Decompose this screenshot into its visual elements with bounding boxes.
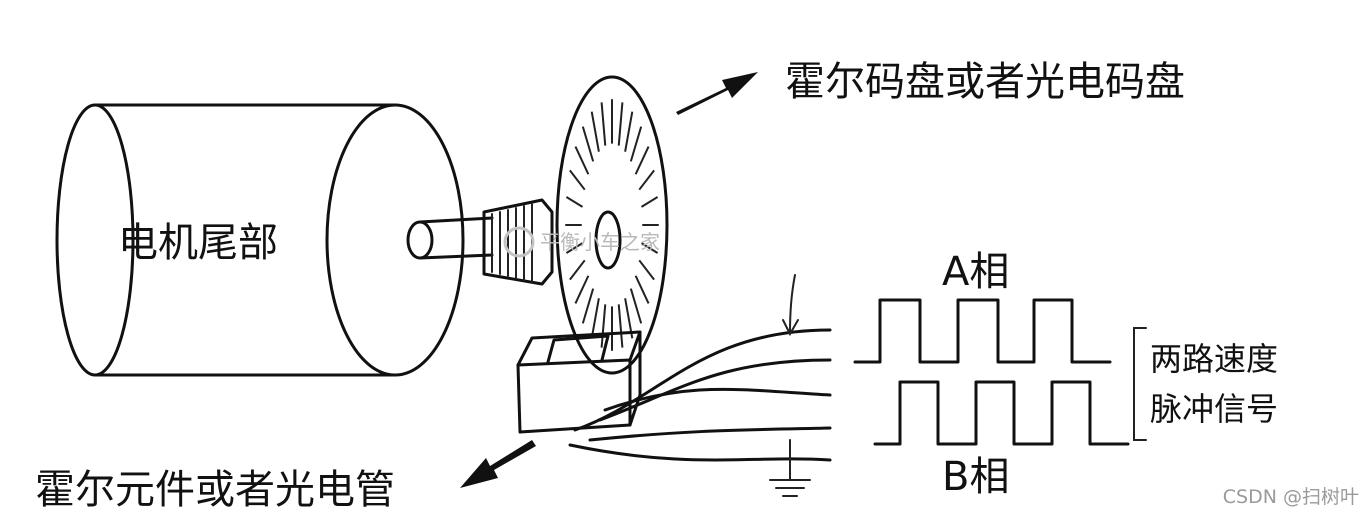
- disk-slot-mark: [617, 304, 624, 348]
- label-motor-tail: 电机尾部: [118, 220, 278, 266]
- label-code-disk: 霍尔码盘或者光电码盘: [785, 59, 1185, 105]
- disk-slot-mark: [590, 111, 600, 152]
- motor-shaft: [406, 216, 494, 260]
- watermark: 平衡小车之家: [503, 226, 660, 258]
- disk-slot-mark: [617, 102, 624, 146]
- waveform-phase-b: [873, 380, 1130, 446]
- disk-slot-mark: [600, 102, 607, 146]
- disk-slot-mark: [640, 242, 659, 254]
- arrow-to-sensor: [460, 440, 536, 488]
- disk-slot-mark: [624, 111, 634, 152]
- disk-slot-mark: [640, 196, 659, 208]
- wire-pointer: [782, 274, 799, 337]
- signal-bracket: [1133, 327, 1147, 441]
- disk-slot-mark: [574, 275, 590, 304]
- disk-slot-mark: [629, 126, 643, 162]
- watermark-text: 平衡小车之家: [540, 230, 660, 254]
- code-disk: [555, 75, 669, 375]
- motor-cylinder: [55, 103, 465, 377]
- sensor-wires: [568, 328, 832, 462]
- disk-slot-mark: [638, 169, 655, 191]
- label-sensor: 霍尔元件或者光电管: [35, 467, 395, 513]
- waveform-phase-a: [853, 298, 1112, 364]
- disk-slot-mark: [565, 196, 584, 208]
- disk-slot-mark: [638, 259, 655, 281]
- disk-slot-mark: [581, 126, 595, 162]
- arrow-to-code-disk: [676, 72, 758, 115]
- label-phase-a: A相: [942, 249, 1009, 295]
- disk-slot-mark: [590, 298, 600, 339]
- disk-slot-mark: [569, 169, 586, 191]
- disk-slot-mark: [629, 288, 643, 324]
- disk-slot-mark: [634, 146, 650, 175]
- label-signal-line1: 两路速度: [1150, 340, 1278, 378]
- label-signal-line2: 脉冲信号: [1150, 390, 1278, 428]
- disk-slot-mark: [581, 288, 595, 324]
- footer-credit: CSDN @扫树叶: [1222, 486, 1359, 508]
- disk-slot-mark: [574, 146, 590, 175]
- ground-symbol: [769, 439, 811, 497]
- disk-slot-mark: [634, 275, 650, 304]
- disk-slot-mark: [565, 242, 584, 254]
- label-phase-b: B相: [942, 454, 1009, 500]
- disk-slot-mark: [569, 259, 586, 281]
- disk-slot-mark: [600, 304, 607, 348]
- sensor-block: [516, 330, 642, 434]
